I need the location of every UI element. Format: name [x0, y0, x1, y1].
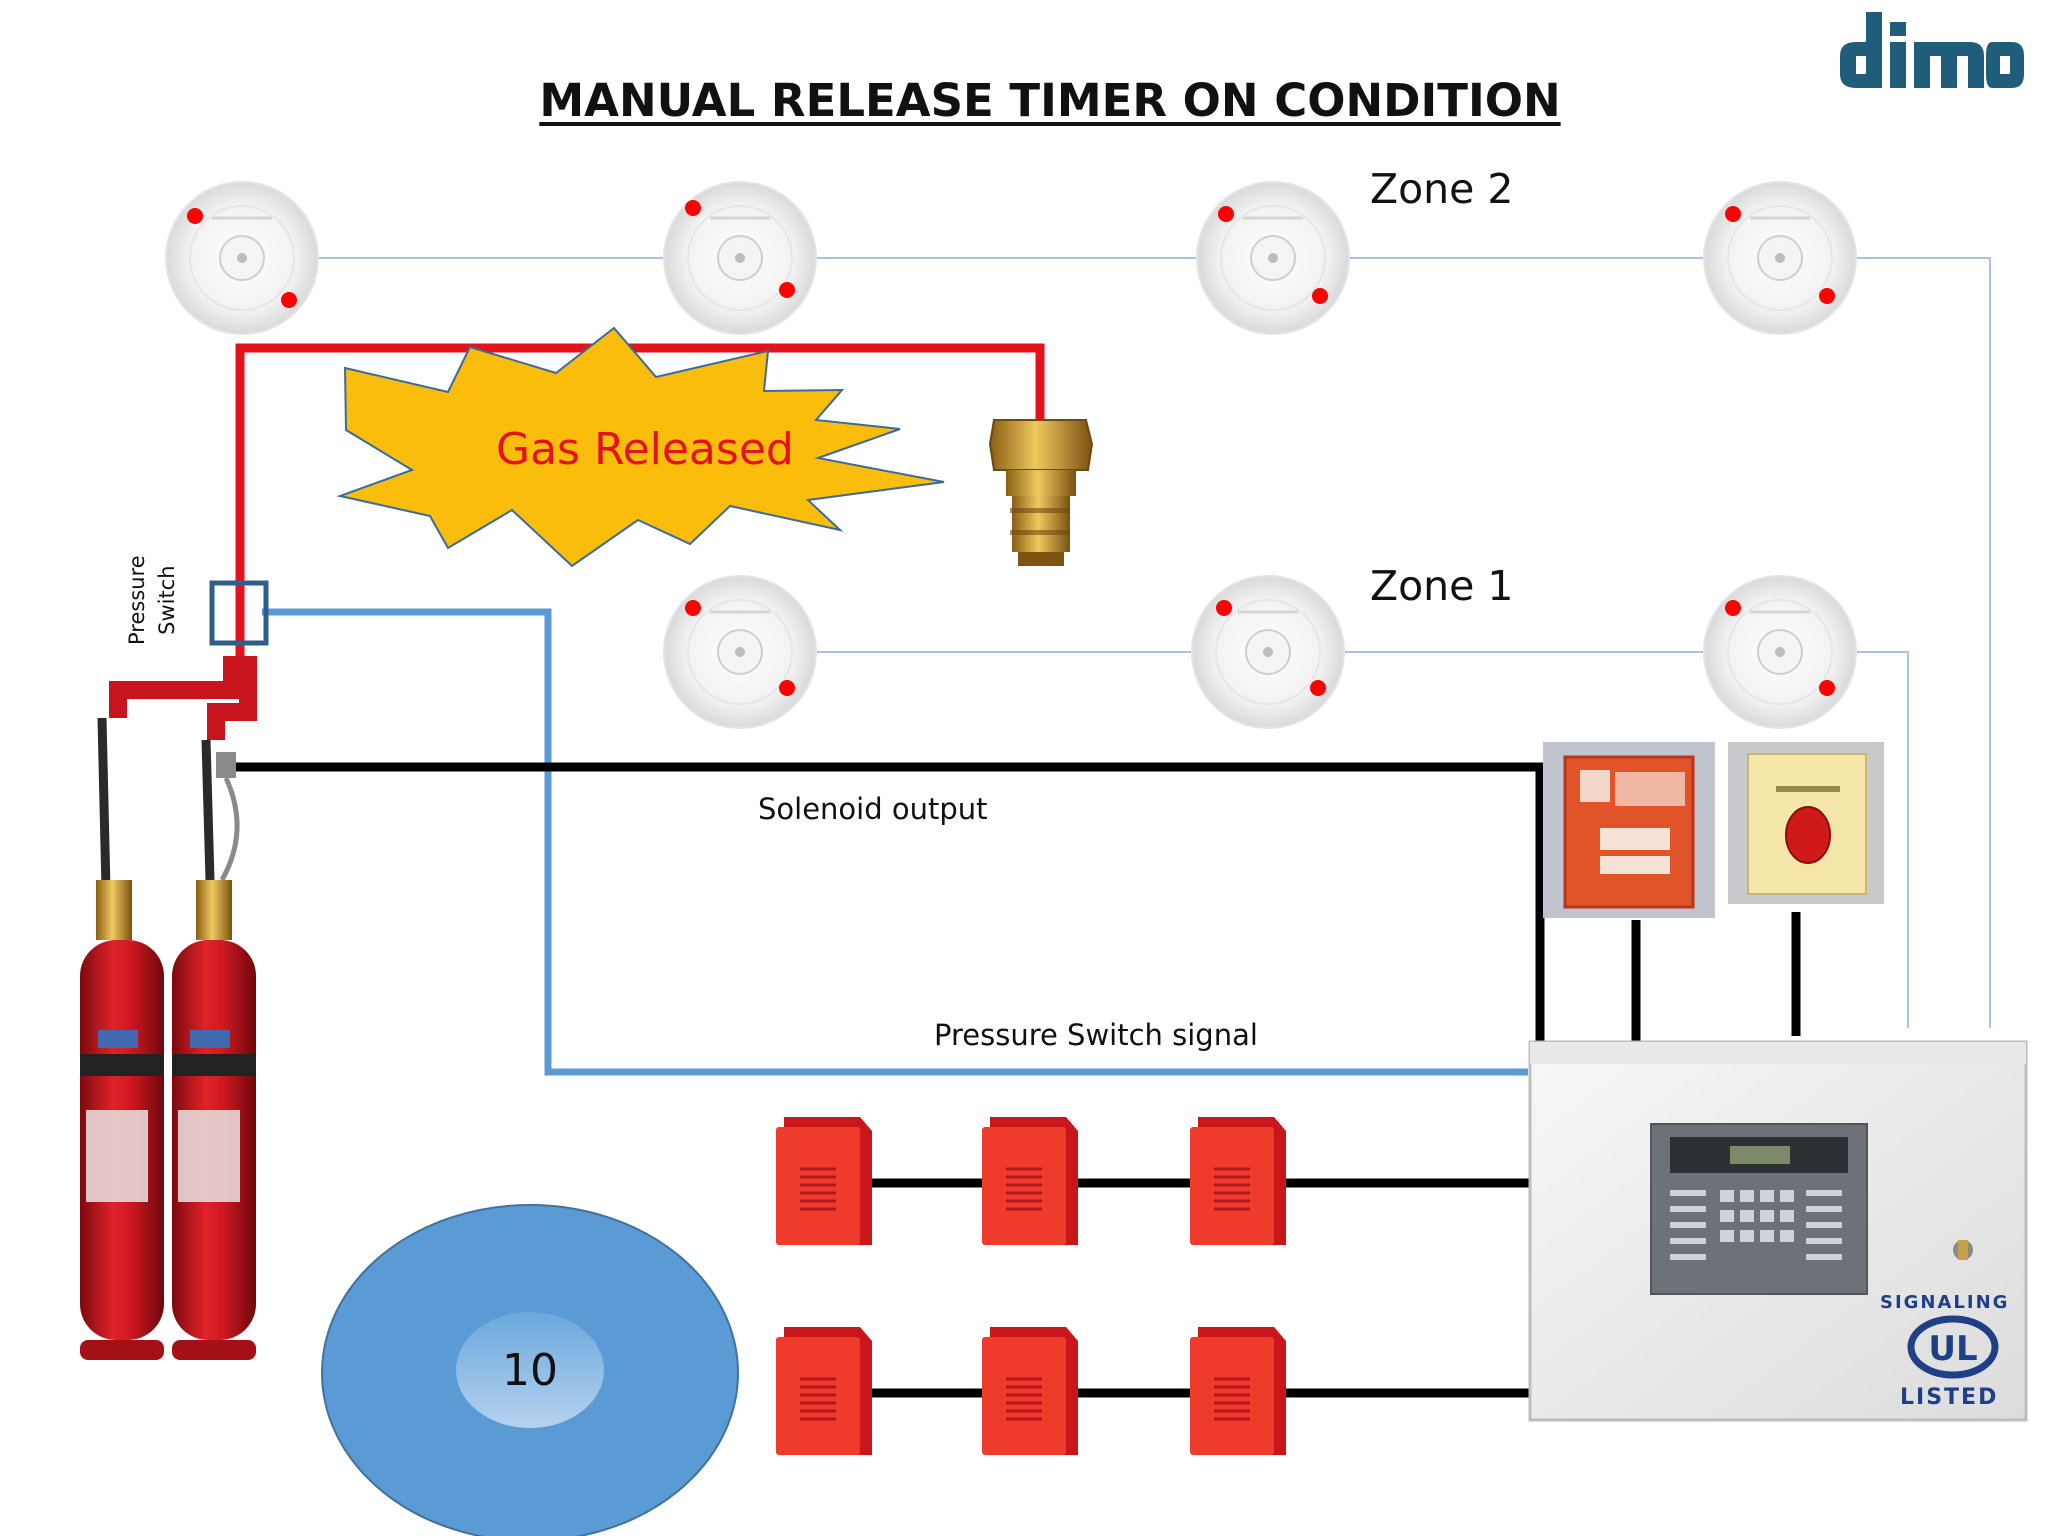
sounder-strobe-icon — [774, 1115, 874, 1247]
abort-station-icon — [1728, 742, 1884, 904]
timer-inner-disc — [456, 1312, 604, 1428]
ul-signaling-text: SIGNALING — [1880, 1292, 2010, 1313]
solenoid-output-wire — [225, 762, 1545, 1050]
smoke-detector-icon — [662, 574, 818, 730]
smoke-detector-icon — [1702, 180, 1858, 336]
company-logo — [1840, 12, 2024, 88]
smoke-detector-icon — [1702, 574, 1858, 730]
manual-release-station-icon — [1543, 742, 1715, 918]
smoke-detector-icon — [1195, 180, 1351, 336]
pressure-switch-signal-label: Pressure Switch signal — [934, 1018, 1258, 1052]
zone-1-label: Zone 1 — [1370, 562, 1514, 610]
zone-1-loop-wire — [740, 651, 1909, 1028]
smoke-detector-icon — [164, 180, 320, 336]
ul-listed-text: LISTED — [1900, 1385, 1999, 1410]
timer-value: 10 — [502, 1345, 558, 1396]
valve-actuator-icon — [988, 419, 1094, 566]
gas-released-label: Gas Released — [496, 424, 794, 475]
zone-2-loop-wire — [240, 257, 1991, 1028]
ul-listed-badge: UL — [1907, 1315, 1999, 1379]
smoke-detector-icon — [1190, 574, 1346, 730]
control-panel-icon — [1528, 1040, 2028, 1422]
pressure-switch-icon — [209, 580, 269, 646]
ul-mark: UL — [1928, 1329, 1977, 1369]
zone-2-label: Zone 2 — [1370, 165, 1514, 213]
gas-cylinder-icon — [80, 656, 257, 1360]
sounder-strobe-icon — [1188, 1115, 1288, 1247]
smoke-detector-icon — [662, 180, 818, 336]
sounder-circuit-wires — [868, 1178, 1530, 1398]
pressure-switch-signal-wire — [262, 608, 1528, 1076]
sounder-strobe-icon — [774, 1325, 874, 1457]
gas-released-burst — [336, 326, 945, 568]
sounder-strobe-icon — [980, 1115, 1080, 1247]
sounder-strobe-icon — [1188, 1325, 1288, 1457]
pressure-switch-label: Pressure Switch — [125, 555, 179, 645]
sounder-strobe-icon — [980, 1325, 1080, 1457]
solenoid-output-label: Solenoid output — [758, 792, 988, 826]
agent-discharge-pipe — [235, 343, 1045, 685]
page-title: MANUAL RELEASE TIMER ON CONDITION — [539, 74, 1561, 127]
